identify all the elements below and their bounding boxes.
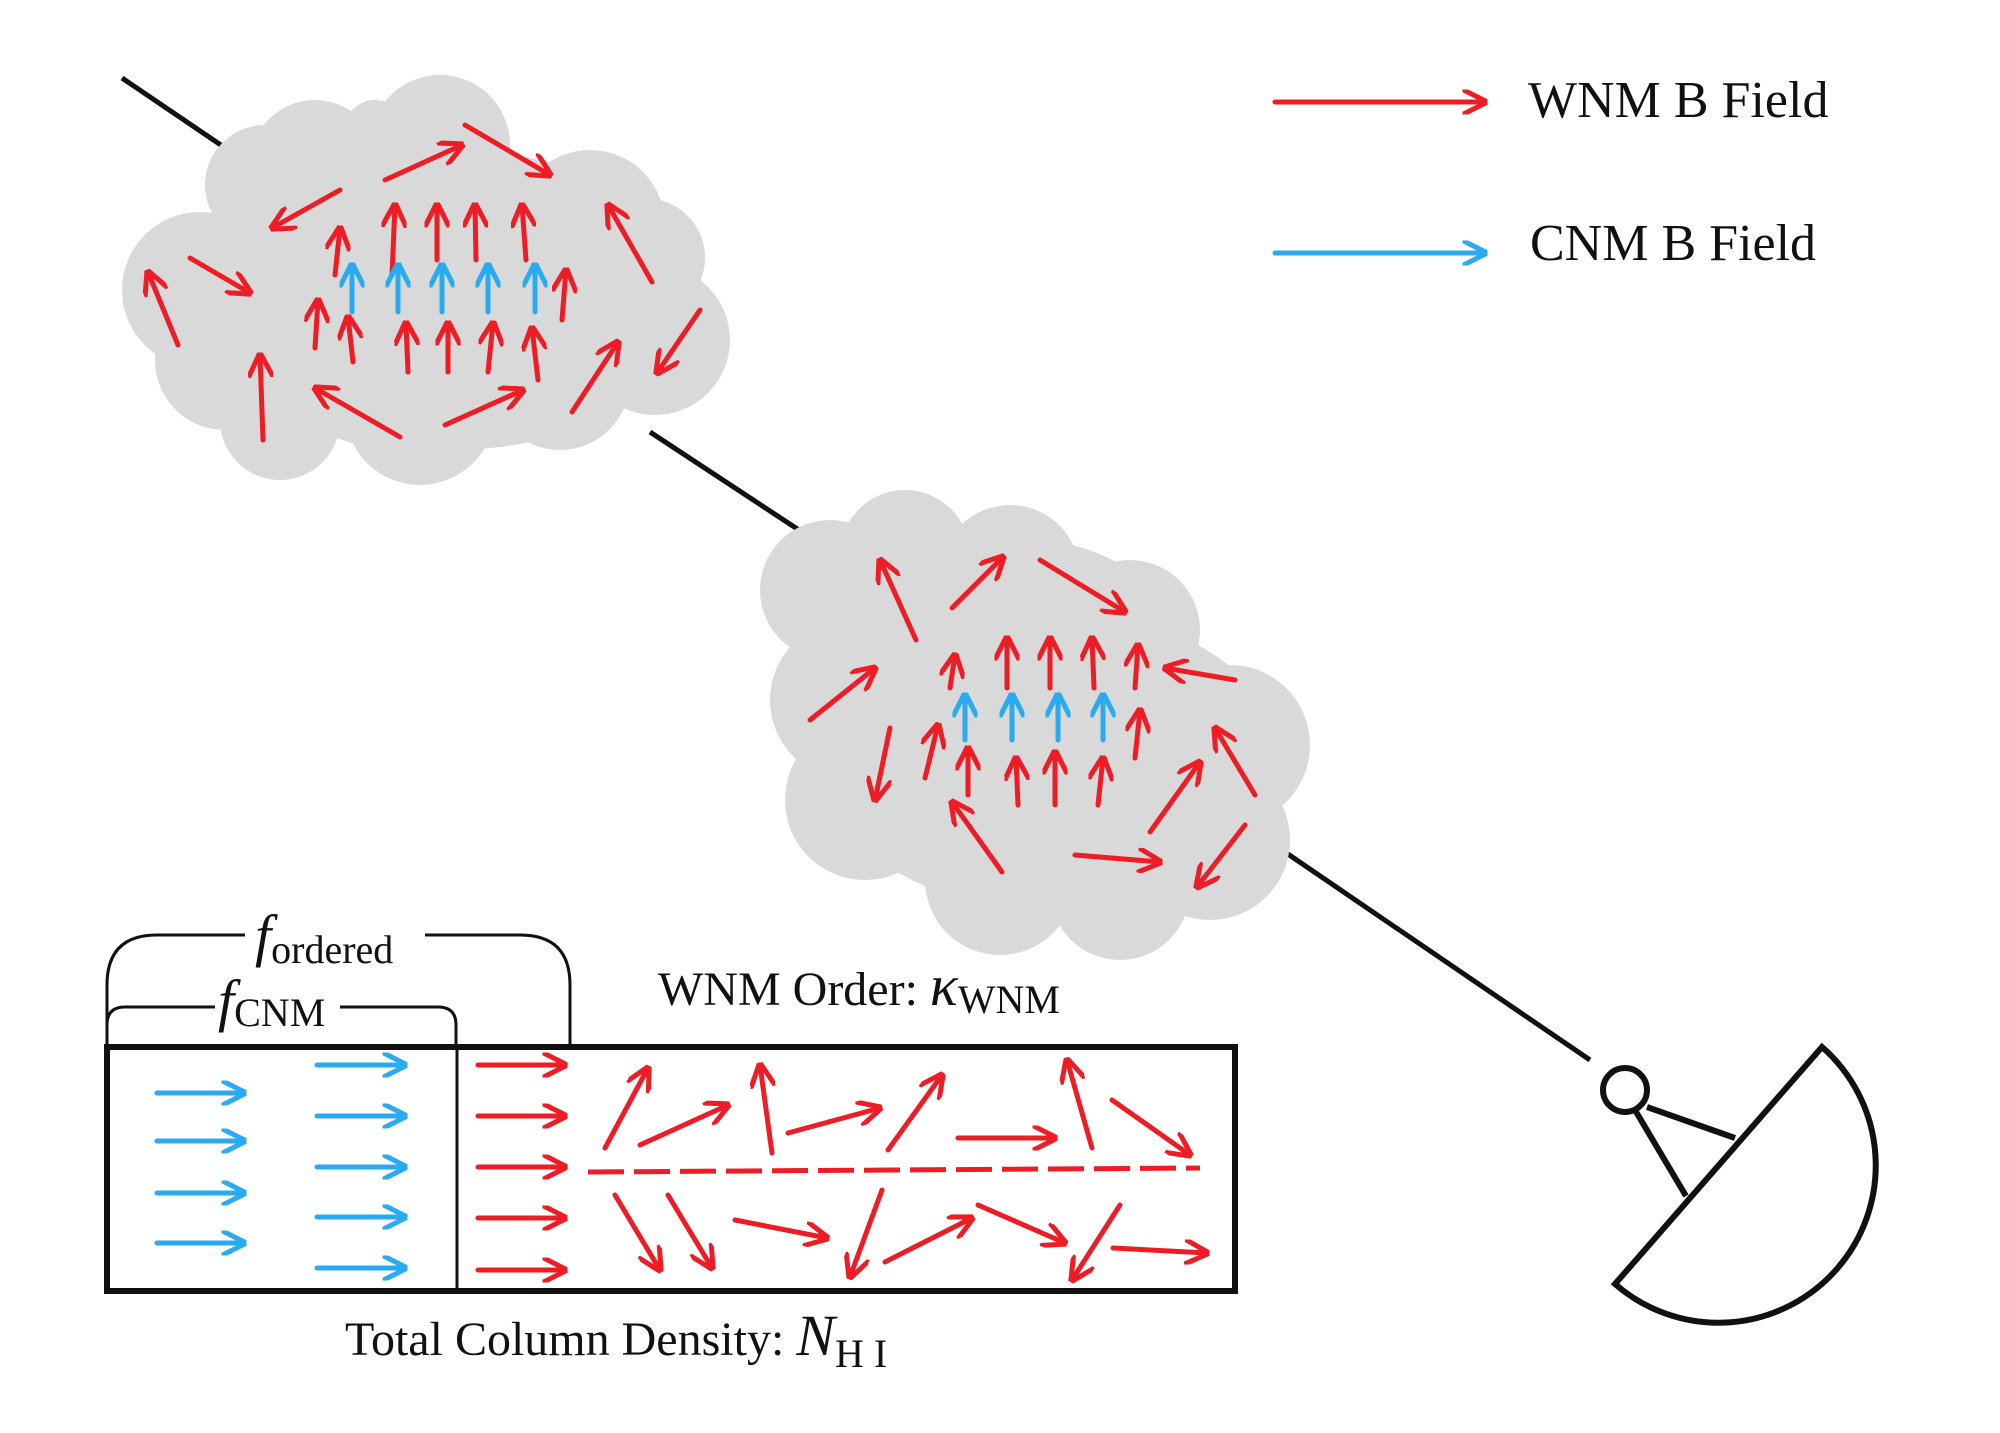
wnm-arrow [1072,855,1160,862]
wnm-arrow [807,668,875,723]
wnm-arrow [522,205,526,263]
wnm-arrow [475,205,476,263]
wnm-arrow [637,1105,728,1148]
wnm-arrow [1215,728,1258,798]
wnm-arrow [1109,1097,1190,1155]
cloud-2-cnm-arrows [965,692,1103,743]
wnm-arrow [1092,638,1094,691]
wnm-arrow [885,1075,942,1153]
wnm-arrow [406,323,408,375]
wnm-arrow [1016,758,1018,808]
wnm-arrow [335,228,340,278]
wnm-arrow [882,1218,972,1265]
cloud-1-cnm-arrows [352,262,535,315]
wnm-arrow [665,1192,712,1268]
braces [105,933,572,1045]
wnm-arrow [657,307,703,373]
wnm-arrow [732,1217,827,1238]
legend: WNM B Field CNM B Field [1272,72,1828,272]
wnm-arrow [569,342,618,415]
line-of-sight [120,75,1592,1063]
wnm-arrow [612,1192,660,1270]
wnm-arrow [187,255,250,293]
wnm-arrow [1067,1060,1095,1151]
wnm-arrow [260,355,263,443]
cloud-icon [760,490,1310,960]
wnm-arrow [392,205,395,278]
wnm-arrow [1072,1202,1123,1280]
wnm-arrow [850,1187,885,1277]
wnm-arrow [949,557,1003,611]
legend-wnm-label: WNM B Field [1528,72,1828,129]
wnm-arrow [462,122,550,175]
wnm-arrow [315,300,318,351]
wnm-order-label: WNM Order: κWNM [658,953,1060,1022]
wnm-arrow [1135,710,1140,761]
telescope-strut [1632,1108,1689,1198]
telescope-feed [1600,1065,1650,1115]
f-cnm-brace [105,1005,458,1045]
wnm-arrow [1197,822,1248,887]
wnm-arrow [488,323,493,375]
wnm-arrow [1110,1248,1207,1253]
cloud-2-wnm-arrows [807,557,1258,887]
column-random-wnm-arrows [602,1060,1207,1280]
telescope-dish [1610,1042,1879,1326]
column-ordered-wnm-arrows [475,1065,568,1270]
column-outline [104,1044,1238,1294]
total-column-symbol: N [795,1303,838,1368]
wnm-arrow [785,1108,880,1136]
f-ordered-brace [105,933,572,1045]
wnm-order-symbol: κ [930,953,959,1018]
wnm-mean-field-dashed-line [587,1165,1201,1175]
wnm-arrow [532,328,538,383]
wnm-arrow [760,1065,772,1156]
telescope-strut [1646,1104,1736,1141]
f-ordered-label: fordered [255,903,393,972]
f-ordered-subscript: ordered [271,927,393,972]
wnm-arrow [875,725,893,800]
f-cnm-label: fCNM [218,968,325,1035]
wnm-order-text: WNM Order: [658,963,930,1016]
total-column-label: Total Column Density: NH I [345,1303,887,1376]
wnm-arrow [562,270,566,323]
total-column-subscript: H I [835,1331,887,1376]
wnm-arrow [272,187,343,228]
wnm-arrow [975,1202,1065,1243]
wnm-arrow [925,725,938,781]
wnm-arrow [1037,557,1125,612]
radio-telescope-icon [1600,1042,1879,1326]
f-cnm-subscript: CNM [234,990,325,1035]
sightline-segment-2 [648,429,810,539]
wnm-arrow [608,205,655,285]
wnm-order-subscript: WNM [958,977,1060,1022]
wnm-arrow [1147,762,1200,835]
sightline-segment-3 [1280,847,1592,1063]
wnm-arrow [880,560,919,643]
wnm-arrow [382,145,462,183]
wnm-arrow [950,655,955,691]
wnm-arrow [1165,668,1238,680]
wnm-arrow [1098,758,1103,808]
wnm-arrow [1135,645,1138,691]
wnm-arrow [602,1068,648,1151]
sightline-segment-1 [120,75,242,161]
total-column-text: Total Column Density: [345,1313,796,1366]
legend-cnm-label: CNM B Field [1530,215,1816,272]
cloud-icon [122,75,730,485]
column-box [104,1044,1238,1294]
wnm-arrow [952,802,1005,875]
wnm-arrow [315,388,403,440]
column-cnm-arrows [154,1065,408,1268]
wnm-arrow [348,317,353,365]
wnm-arrow [442,390,523,428]
cloud-1-wnm-arrows [148,122,703,443]
wnm-arrow [148,272,181,348]
